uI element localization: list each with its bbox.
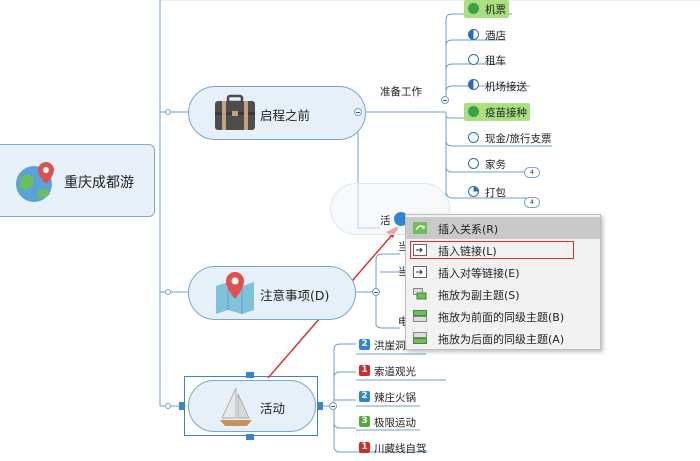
root-topic-label: 重庆成都游: [64, 175, 134, 191]
menu-item-drop-as-subtopic[interactable]: 拖放为副主题(S): [406, 283, 600, 305]
topic-activity-label: 活动: [260, 401, 286, 416]
activity-sub-label[interactable]: 活: [380, 215, 391, 227]
map-pin-icon: [216, 272, 254, 314]
task-half-icon: [468, 29, 479, 40]
notes-item-3[interactable]: 电: [398, 316, 409, 328]
globe-pin-icon: [16, 162, 54, 202]
menu-item-label: 插入对等链接(E): [438, 267, 520, 280]
priority-badge: 3: [359, 416, 370, 427]
task-empty-icon: [468, 54, 479, 65]
sibling-before-icon: [413, 310, 427, 322]
task-half-icon: [468, 79, 479, 90]
prep-item-chores[interactable]: 家务: [485, 159, 506, 171]
collapse-prep-button[interactable]: [441, 96, 449, 104]
prep-item-vaccine[interactable]: 疫苗接种: [485, 107, 527, 119]
menu-item-label: 拖放为后面的同级主题(A): [438, 333, 565, 346]
menu-item-insert-peer-link[interactable]: 插入对等链接(E): [406, 261, 600, 283]
notes-item-2[interactable]: 当: [398, 266, 409, 278]
priority-badge: 1: [359, 442, 370, 453]
peer-link-icon: [413, 266, 427, 278]
resize-handle-bottom[interactable]: [246, 434, 254, 440]
menu-item-drop-as-sibling-before[interactable]: 拖放为前面的同级主题(B): [406, 305, 600, 327]
sailboat-icon: [220, 387, 252, 426]
resize-handle-right[interactable]: [317, 402, 323, 410]
prep-item-car[interactable]: 租车: [485, 55, 506, 67]
menu-item-insert-relationship[interactable]: 插入关系(R): [406, 217, 600, 239]
activity-item-extreme[interactable]: 极限运动: [374, 417, 416, 429]
highlight-vaccine: [464, 103, 530, 121]
relationship-icon: [413, 222, 427, 234]
briefcase-icon: [215, 94, 255, 130]
notes-item-1[interactable]: 当: [398, 241, 409, 253]
collapse-activity-button[interactable]: [329, 402, 337, 410]
prep-item-pack[interactable]: 打包: [485, 187, 506, 199]
collapse-notes-button[interactable]: [372, 288, 380, 296]
menu-item-label: 插入链接(L): [438, 245, 497, 258]
priority-badge: 2: [359, 391, 370, 402]
menu-item-label: 插入关系(R): [438, 223, 499, 236]
menu-item-label: 拖放为前面的同级主题(B): [438, 311, 565, 324]
task-empty-icon: [468, 132, 479, 143]
task-done-icon: [468, 106, 479, 117]
task-quarter-icon: [468, 186, 479, 197]
prep-item-hotel[interactable]: 酒店: [485, 30, 506, 42]
subtopic-count-badge[interactable]: 4: [524, 197, 540, 208]
menu-item-insert-link[interactable]: 插入链接(L): [406, 239, 600, 261]
highlight-frame: [410, 241, 574, 259]
topic-activity[interactable]: [188, 380, 316, 432]
task-empty-icon: [468, 158, 479, 169]
resize-handle-left[interactable]: [179, 402, 185, 410]
menu-item-label: 拖放为副主题(S): [438, 289, 520, 302]
subtopic-icon: [413, 288, 427, 300]
collapse-trip-button[interactable]: [354, 108, 362, 116]
activity-item-sichuan-tibet[interactable]: 川藏线自驾: [374, 443, 427, 455]
prep-item-airport[interactable]: 机场接送: [485, 81, 527, 93]
priority-badge: 2: [359, 339, 370, 350]
menu-item-drop-as-sibling-after[interactable]: 拖放为后面的同级主题(A): [406, 327, 600, 349]
context-menu: 插入关系(R) 插入链接(L) 插入对等链接(E) 拖放为副主题(S) 拖放为前…: [405, 214, 601, 350]
activity-item-cableway[interactable]: 索道观光: [374, 366, 416, 378]
topic-notes-label: 注意事项(D): [260, 288, 330, 303]
prep-item-ticket[interactable]: 机票: [485, 4, 506, 16]
prep-item-cash[interactable]: 现金/旅行支票: [485, 133, 552, 145]
task-done-icon: [468, 3, 479, 14]
priority-badge: 1: [359, 365, 370, 376]
activity-item-hotpot[interactable]: 辣庄火锅: [374, 392, 416, 404]
topic-trip-label: 启程之前: [260, 108, 311, 123]
subtopic-count-badge[interactable]: 4: [524, 167, 540, 178]
sibling-after-icon: [413, 332, 427, 344]
activity-item-hongyadong[interactable]: 洪崖洞: [374, 340, 406, 352]
link-icon: [413, 244, 427, 256]
drop-target-icon: [394, 212, 408, 226]
prep-work-label[interactable]: 准备工作: [380, 86, 422, 98]
resize-handle-top[interactable]: [246, 372, 254, 378]
